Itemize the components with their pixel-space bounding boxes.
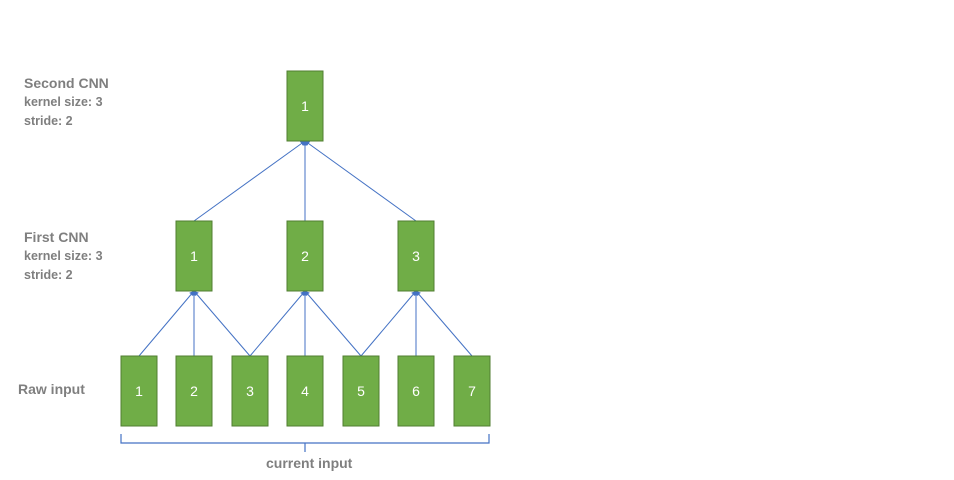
raw-node-4: 4 [286, 355, 324, 427]
first-cnn-node-3-rect [397, 220, 435, 292]
second-cnn-node-1-rect [286, 70, 324, 142]
raw-node-6: 6 [397, 355, 435, 427]
first-cnn-node-3-label: 3 [412, 248, 420, 264]
raw-node-3-label: 3 [246, 383, 254, 399]
raw-node-7: 7 [453, 355, 491, 427]
second-cnn-kernel: kernel size: 3 [24, 95, 103, 109]
brace-path [120, 434, 490, 452]
first-cnn-label: First CNN kernel size: 3 stride: 2 [24, 227, 103, 285]
raw-node-2-label: 2 [190, 383, 198, 399]
raw-node-3-rect [231, 355, 269, 427]
raw-node-6-label: 6 [412, 383, 420, 399]
raw-node-1-label: 1 [135, 383, 143, 399]
edge-raw3-to-first1 [193, 290, 251, 357]
second-cnn-title: Second CNN [24, 75, 109, 91]
edge-raw5-to-first3 [360, 290, 417, 357]
second-cnn-node-1: 1 [286, 70, 324, 142]
second-cnn-stride: stride: 2 [24, 114, 73, 128]
edge-raw1-to-first1 [138, 290, 195, 357]
first-cnn-title: First CNN [24, 229, 89, 245]
raw-node-1-rect [120, 355, 158, 427]
raw-node-2-rect [175, 355, 213, 427]
edge-first3-to-second1 [304, 140, 417, 222]
second-cnn-label: Second CNN kernel size: 3 stride: 2 [24, 73, 109, 131]
current-input-brace [120, 434, 490, 452]
raw-input-label: Raw input [18, 379, 85, 399]
first-cnn-node-2-rect [286, 220, 324, 292]
first-cnn-node-2-label: 2 [301, 248, 309, 264]
first-cnn-stride: stride: 2 [24, 268, 73, 282]
raw-node-4-rect [286, 355, 324, 427]
first-cnn-node-1-label: 1 [190, 248, 198, 264]
raw-node-2: 2 [175, 355, 213, 427]
edge-raw3-to-first2 [249, 290, 306, 357]
edge-raw7-to-first3 [415, 290, 473, 357]
raw-input-title: Raw input [18, 381, 85, 397]
edge-raw5-to-first2 [304, 290, 362, 357]
raw-node-7-rect [453, 355, 491, 427]
connection-edges [138, 140, 473, 357]
raw-node-3: 3 [231, 355, 269, 427]
raw-node-4-label: 4 [301, 383, 309, 399]
first-cnn-kernel: kernel size: 3 [24, 249, 103, 263]
raw-node-5-rect [342, 355, 380, 427]
raw-node-5: 5 [342, 355, 380, 427]
raw-node-5-label: 5 [357, 383, 365, 399]
first-cnn-node-3: 3 [397, 220, 435, 292]
edge-first1-to-second1 [193, 140, 306, 222]
first-cnn-node-1: 1 [175, 220, 213, 292]
current-input-caption: current input [266, 455, 353, 471]
first-cnn-node-1-rect [175, 220, 213, 292]
raw-node-7-label: 7 [468, 383, 476, 399]
first-cnn-node-2: 2 [286, 220, 324, 292]
second-cnn-node-1-label: 1 [301, 98, 309, 114]
raw-node-6-rect [397, 355, 435, 427]
node-boxes: 1 2 3 4 5 6 7 1 2 3 1 [120, 70, 491, 427]
raw-node-1: 1 [120, 355, 158, 427]
